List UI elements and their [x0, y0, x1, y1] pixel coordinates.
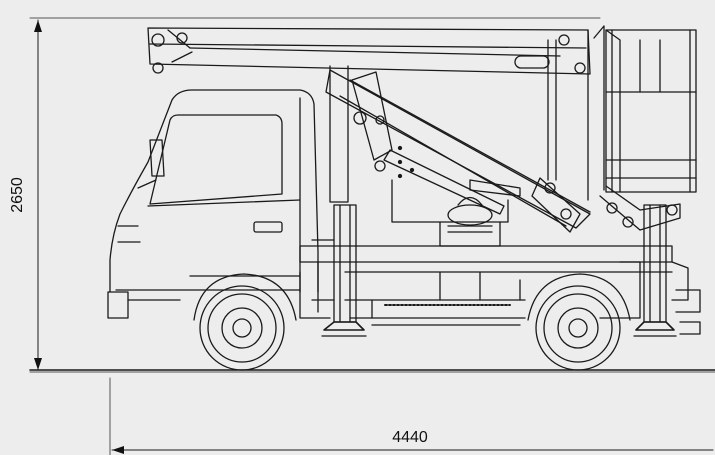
front-outrigger [311, 204, 367, 337]
work-basket [605, 29, 697, 193]
height-dimension [29, 17, 715, 373]
turret [391, 179, 509, 247]
front-wheel [193, 273, 297, 371]
rear-wheel [527, 273, 631, 371]
cab-window [149, 114, 283, 205]
height-label: 2650 [9, 177, 26, 213]
length-label: 4440 [392, 429, 428, 446]
cab [107, 89, 319, 319]
boom [147, 25, 681, 233]
chassis [299, 245, 701, 335]
length-dimension [109, 377, 714, 455]
